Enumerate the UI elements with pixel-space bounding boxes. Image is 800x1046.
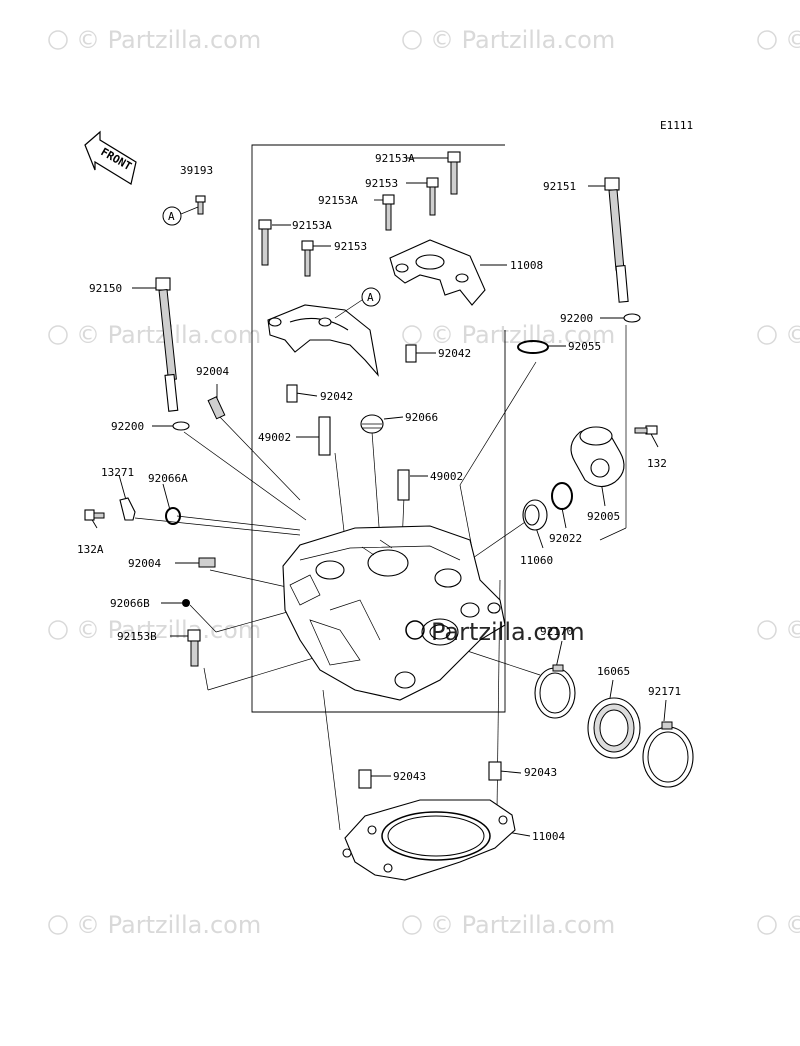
- part-label: 92043: [393, 770, 426, 783]
- leader-lines: [90, 157, 667, 837]
- watermark: © Partzilla.com: [785, 616, 800, 644]
- plate-13271: [119, 497, 136, 521]
- part-label: 132A: [77, 543, 104, 556]
- housing-92005: [570, 426, 625, 488]
- part-label: 16065: [597, 665, 630, 678]
- head-bolt-92150: [155, 277, 179, 412]
- part-label: 92042: [438, 347, 471, 360]
- stud-92004-lower: [198, 557, 216, 568]
- part-label: 92200: [111, 420, 144, 433]
- dowel-pin-92042-left: [286, 384, 298, 403]
- part-label: 92004: [128, 557, 161, 570]
- watermark: © Partzilla.com: [430, 26, 615, 54]
- bolt-92153a-left: [258, 219, 272, 266]
- ref-marker-a-bolt: A: [162, 206, 182, 226]
- part-label: 92066A: [148, 472, 188, 485]
- part-label: 92200: [560, 312, 593, 325]
- part-label: 92005: [587, 510, 620, 523]
- svg-text:Partzilla.com: Partzilla.com: [431, 618, 585, 646]
- part-labels: 39193 92153A 92153 92153A 92153A 92153 9…: [77, 152, 681, 843]
- watermark: © Partzilla.com: [76, 616, 261, 644]
- part-label: 92153A: [292, 219, 332, 232]
- watermark: © Partzilla.com: [430, 321, 615, 349]
- head-bolt-92151: [604, 177, 629, 303]
- watermark: © Partzilla.com: [76, 26, 261, 54]
- part-label: 92004: [196, 365, 229, 378]
- assembly-bracket: [251, 144, 506, 713]
- watermark: © Partzilla.com: [430, 911, 615, 939]
- part-label: 49002: [430, 470, 463, 483]
- camshaft-cap-left: [267, 304, 379, 377]
- camshaft-cap-right: [389, 239, 486, 306]
- part-label: 132: [647, 457, 667, 470]
- bolt-132a: [84, 509, 105, 521]
- seal-11060: [522, 499, 548, 531]
- o-ring-92055: [517, 340, 549, 354]
- part-label: 92150: [89, 282, 122, 295]
- watermark: © Partzilla.com: [76, 911, 261, 939]
- dowel-92043-left: [358, 769, 372, 789]
- part-label: 11060: [520, 554, 553, 567]
- plug-92066b: [182, 599, 190, 607]
- washer-92200-left: [172, 421, 190, 431]
- bolt-92153a-right: [447, 151, 461, 195]
- part-label: 11004: [532, 830, 565, 843]
- part-label: 92153A: [375, 152, 415, 165]
- clamp-92171: [642, 721, 694, 788]
- dowel-92043-right: [488, 761, 502, 781]
- part-label: 92043: [524, 766, 557, 779]
- front-arrow-icon: FRONT: [84, 130, 137, 185]
- part-label: 92066: [405, 411, 438, 424]
- part-label: 92153: [334, 240, 367, 253]
- part-label: 13271: [101, 466, 134, 479]
- washer-92200-right: [623, 313, 641, 323]
- bolt-92153a-mid: [382, 194, 395, 231]
- svg-text:A: A: [168, 210, 175, 223]
- part-label: 92170: [540, 625, 573, 638]
- insulator-16065: [587, 697, 641, 759]
- ring-92066a: [165, 507, 181, 525]
- partzilla-center-logo: Partzilla.com: [405, 618, 585, 646]
- bolt-92153-left: [301, 240, 314, 277]
- head-gasket-11004: [342, 799, 516, 881]
- diagram-code: E1111: [660, 119, 693, 132]
- part-label: 92055: [568, 340, 601, 353]
- part-label: 92022: [549, 532, 582, 545]
- bolt-132: [634, 425, 658, 435]
- seal-92066: [360, 414, 384, 434]
- watermark: © Partzilla.com: [785, 911, 800, 939]
- bolt-39193: [195, 195, 206, 215]
- part-label: 49002: [258, 431, 291, 444]
- watermark: © Partzilla.com: [785, 321, 800, 349]
- part-label: 92042: [320, 390, 353, 403]
- part-label: 92153: [365, 177, 398, 190]
- watermark: © Partzilla.com: [785, 26, 800, 54]
- part-label: 92153B: [117, 630, 157, 643]
- cylinder-head: [282, 525, 506, 701]
- svg-text:A: A: [367, 291, 374, 304]
- valve-guide-49002-right: [397, 469, 410, 501]
- part-label: 92066B: [110, 597, 150, 610]
- bolt-92153-right: [426, 177, 439, 216]
- part-label: 92171: [648, 685, 681, 698]
- part-label: 11008: [510, 259, 543, 272]
- part-label: 92153A: [318, 194, 358, 207]
- ref-marker-a-cap: A: [361, 287, 381, 307]
- gasket-92022: [551, 482, 573, 510]
- watermark-layer: © Partzilla.com © Partzilla.com © Partzi…: [48, 26, 800, 939]
- stud-92004-upper: [207, 396, 226, 420]
- part-label: 92151: [543, 180, 576, 193]
- bolt-92153b: [187, 629, 201, 667]
- clamp-92170: [534, 664, 576, 719]
- valve-guide-49002-left: [318, 416, 331, 456]
- dowel-pin-92042-right: [405, 344, 417, 363]
- part-label: 39193: [180, 164, 213, 177]
